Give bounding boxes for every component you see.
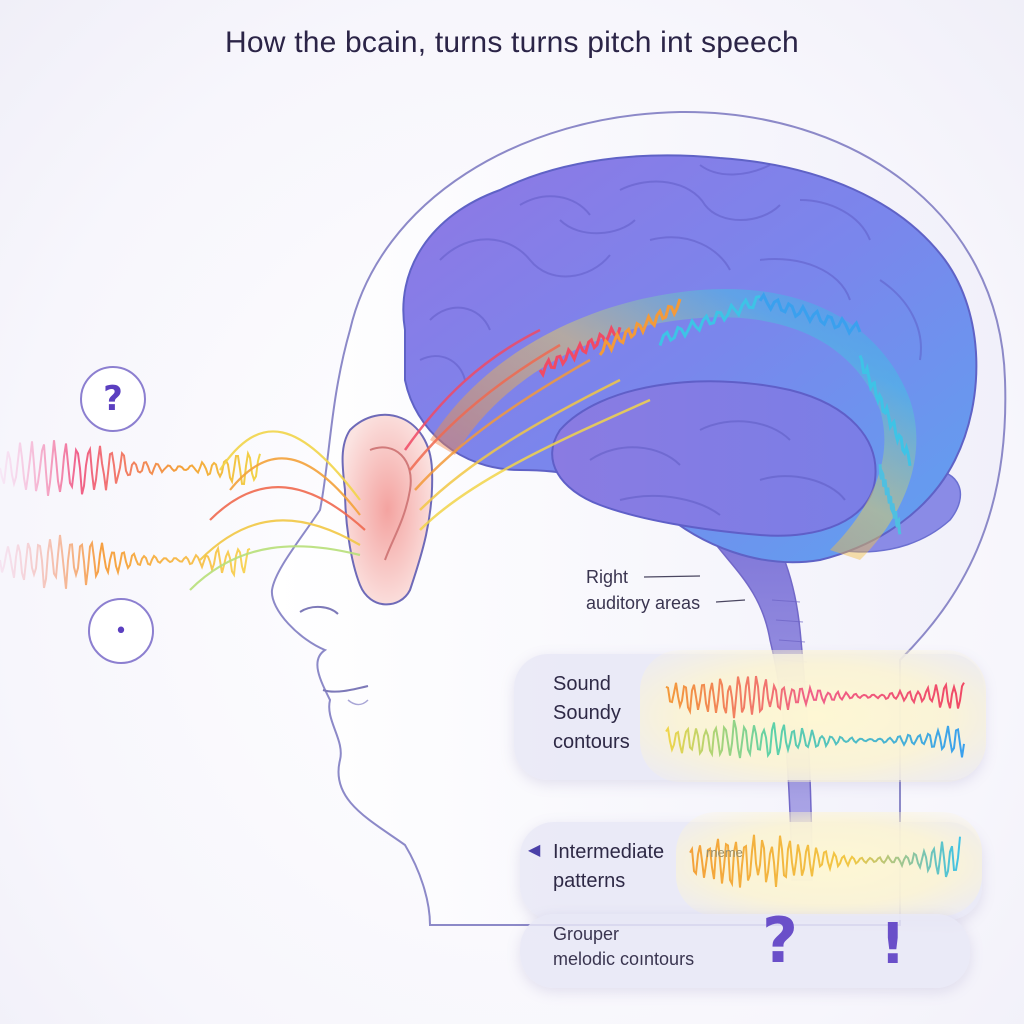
callout-line-auditory [715,599,746,603]
ear [341,413,434,606]
incoming-wave-lower [0,534,251,589]
band-squiggle [758,291,862,336]
panel-intermediate-label: Intermediate patterns [553,838,664,896]
panel-intermediate-waves [689,834,961,888]
neural-pathways [403,328,651,531]
incoming-sound-waves [0,440,261,589]
incoming-wave-upper [0,440,261,496]
panel-grouped-label: Grouper melodic coıntours [553,922,694,972]
panel-line: Soundy [553,702,621,724]
panel-wave-contour [665,719,965,759]
question-mark-icon: ? [762,904,798,977]
panel-line: patterns [553,870,626,892]
band-signal [538,291,912,535]
panel-wave-pitch [665,675,965,719]
sound-rays [189,430,366,591]
dot-circle-icon: • [88,598,154,664]
panel-sound-waves [665,675,965,759]
panel-line: contours [553,731,630,753]
question-circle-icon: ? [80,366,146,432]
auditory-band [430,288,917,560]
panel-grouped-contours [520,914,970,988]
band-squiggle [598,298,682,356]
panel-wave-intermediate [689,834,961,888]
exclamation-icon: ! [880,912,906,977]
band-squiggle [858,354,912,467]
callout-line-2: auditory areas [586,593,701,613]
callout-line-right [643,575,701,578]
band-squiggle [878,464,902,535]
panel-overlay-text: rneme [706,845,743,860]
callout-right-auditory: Right auditory areas [586,564,700,616]
panel-glow [640,650,986,782]
panel-line: Intermediate [553,841,665,863]
pointer-icon: ◀ [528,842,541,859]
dot-mark: • [114,618,128,644]
panel-line: Sound [553,673,611,695]
panel-line: Grouper [553,924,620,944]
temporal-lobe [551,380,877,537]
page-title: How the bcain, turns turns pitch int spe… [225,26,799,59]
question-mark: ? [103,379,123,419]
callout-line-1: Right [586,567,629,587]
band-squiggle [658,294,761,347]
panel-sound-label: Sound Soundy contours [553,670,630,757]
panel-line: melodic coıntours [553,949,695,969]
